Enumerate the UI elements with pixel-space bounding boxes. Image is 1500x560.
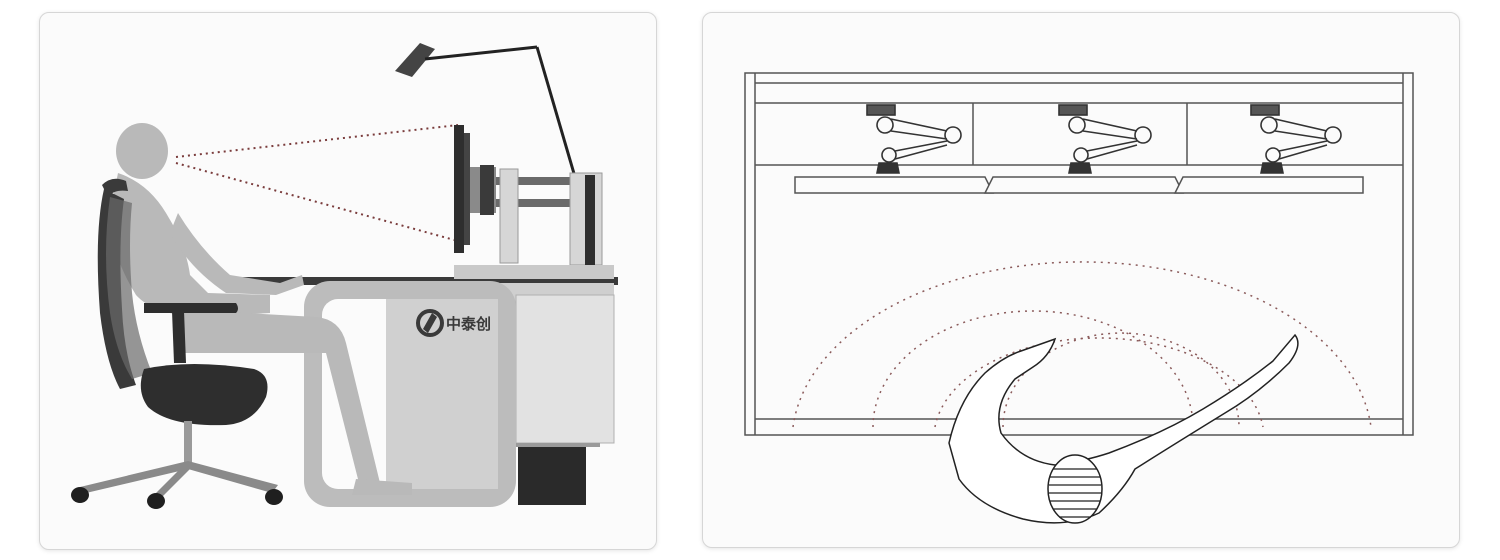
lamp-head [395,43,435,77]
mount-post-front [499,168,519,264]
person-torso [110,173,270,317]
top-view-illustration [744,72,1414,524]
reach-arc-center [1002,332,1240,428]
person-foot [352,479,412,495]
lamp-arm-lower [535,46,577,178]
mount-rail-bottom [496,199,596,207]
brand-logo-mark [416,309,444,337]
monitor-assembly [454,125,603,266]
brand-logo-text: 中泰创 [446,315,491,333]
console-outline [744,72,1414,436]
mount-rail-top [496,177,596,185]
operator-hair [1049,468,1101,518]
reach-arc-left-inner [872,310,1194,428]
desk-upper-shelf [454,265,614,279]
seated-person [110,123,412,495]
chair-caster [71,487,89,503]
operator-top-view [948,333,1299,524]
operator-body [948,333,1299,524]
sight-lines [175,124,459,242]
sight-line-bottom [175,162,459,242]
person-leg [172,309,380,487]
monitor-arms [866,104,1342,174]
desk-base-drawer [518,445,586,505]
sight-line-top [175,124,459,158]
monitor-arm-2 [1058,104,1152,174]
chair-mesh-back [106,197,152,379]
chair-headrest [102,178,128,197]
monitor-2 [983,176,1185,194]
monitor-arm-3 [1250,104,1342,174]
brand-logo: 中泰创 [416,309,491,337]
person-head [116,123,168,179]
desk-lamp [395,43,577,178]
monitor-1 [794,176,995,194]
desk-side-panel [515,294,615,444]
reach-arc-outer [792,261,1372,428]
chair-gas-lift [184,421,192,463]
chair-armrest [144,303,238,313]
top-view-panel [702,12,1460,548]
console-body [744,72,1414,436]
reach-arcs [792,261,1372,428]
person-arm [170,213,304,295]
office-chair [71,178,283,509]
side-view-panel: 中泰创 [39,12,657,550]
desk [228,265,618,507]
monitor-3 [1173,176,1364,194]
chair-base-leg [80,461,188,493]
operator-head [1047,454,1103,524]
chair-seat [140,364,268,426]
lamp-arm-upper [424,45,538,61]
side-view-illustration: 中泰创 [71,43,618,509]
monitor-arm-1 [866,104,962,174]
monitor-screen [454,125,464,253]
monitor-shelf [794,176,1364,194]
